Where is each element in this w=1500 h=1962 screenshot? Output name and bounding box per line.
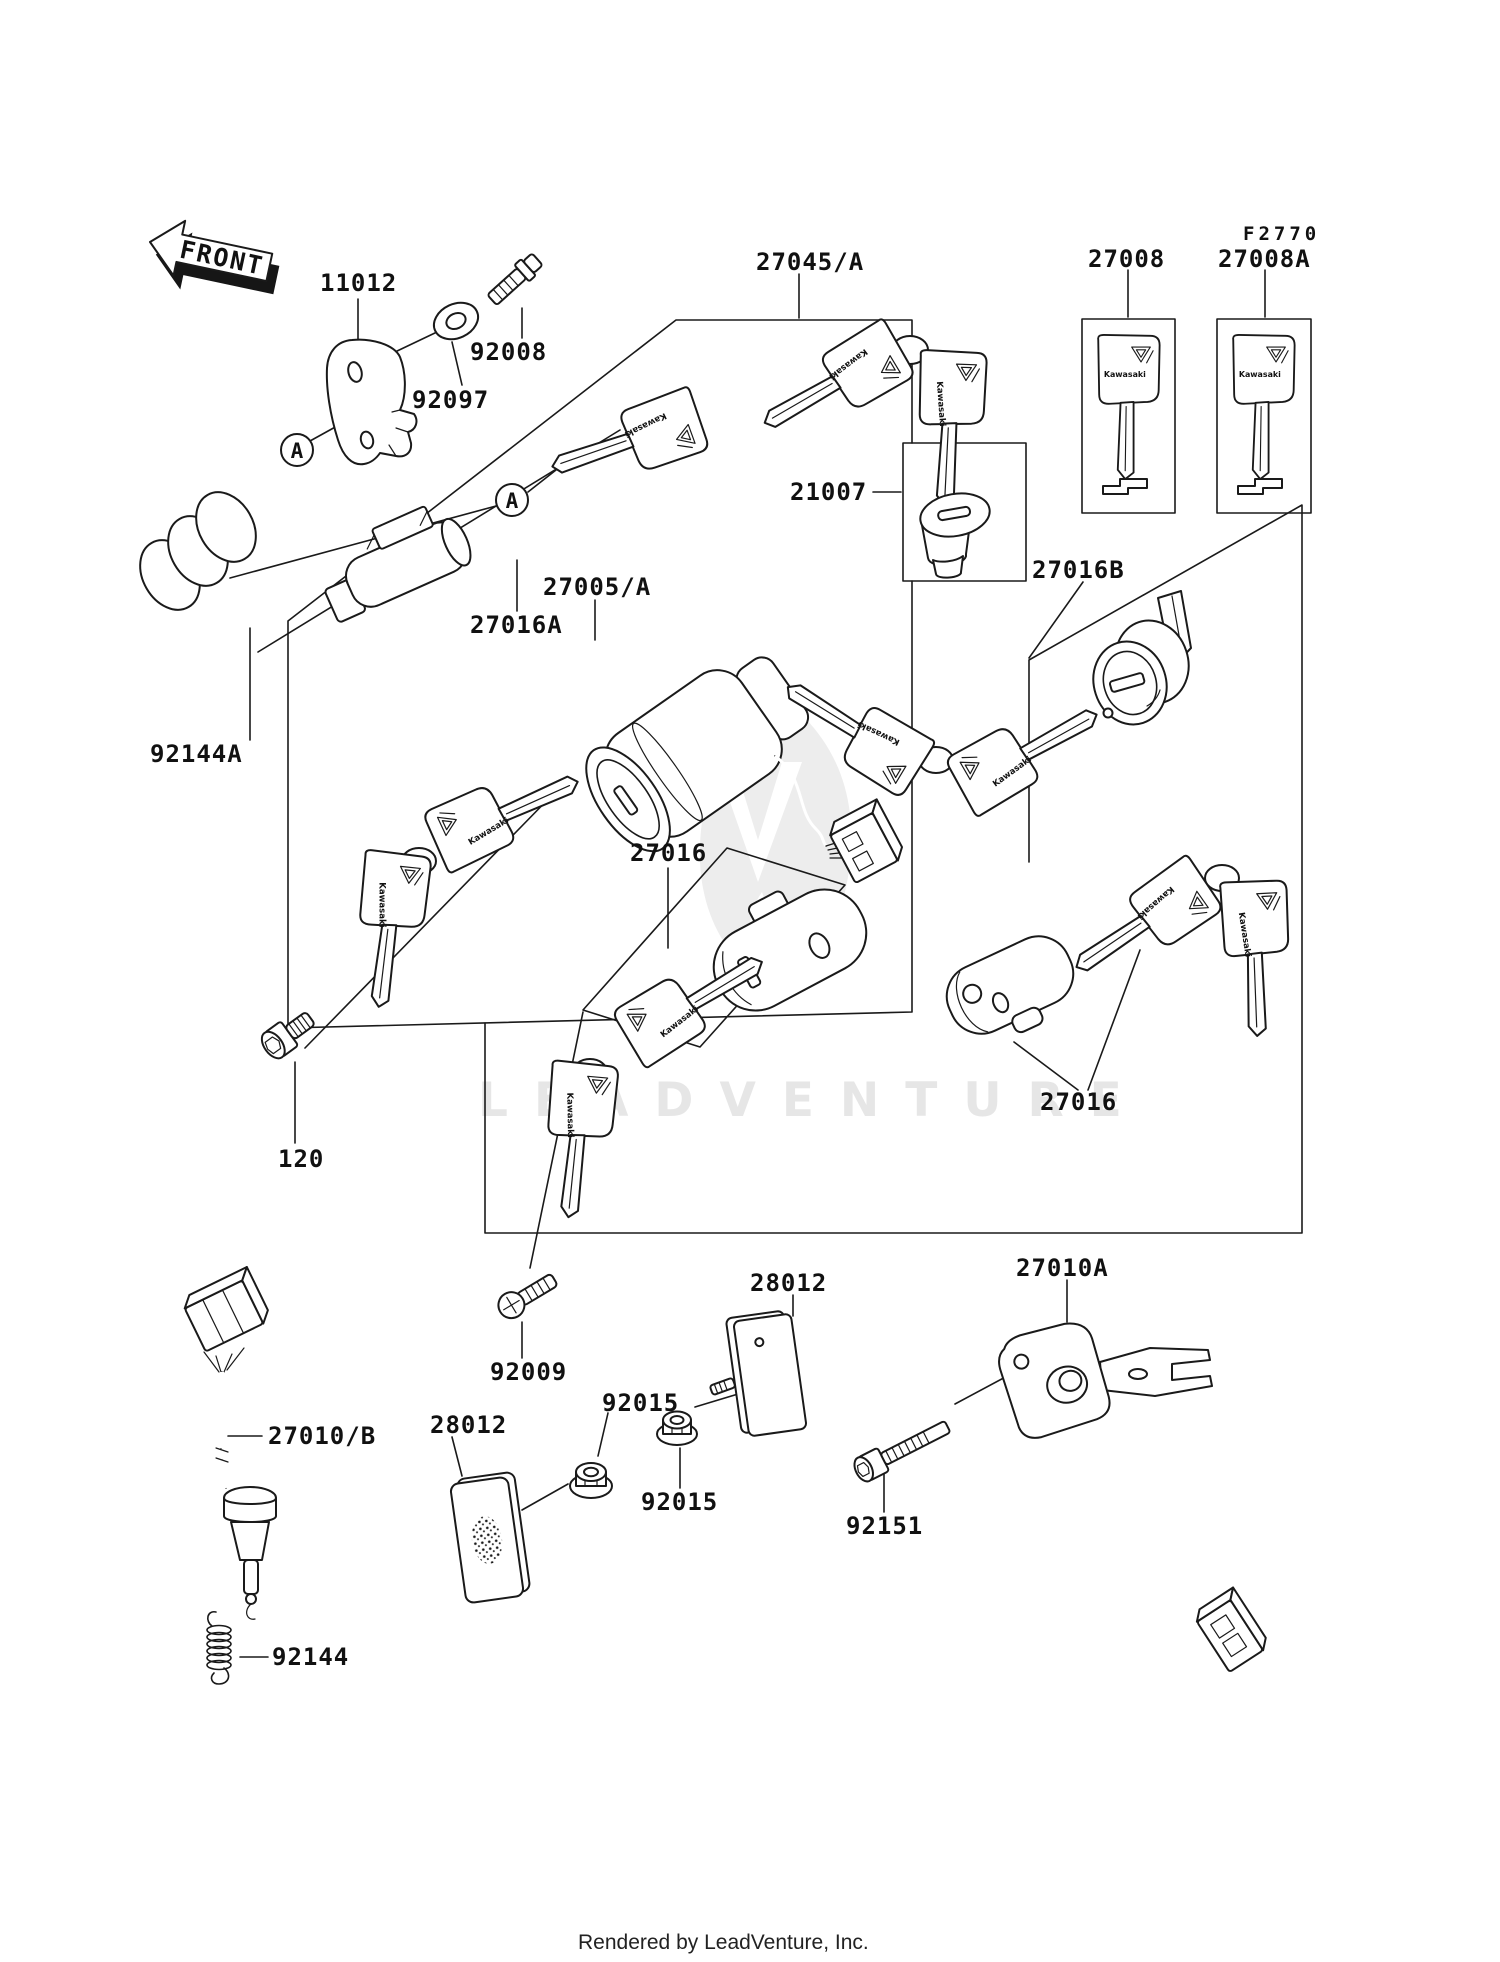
part-92008-bolt	[487, 253, 543, 305]
label-92015-top: 92015	[602, 1389, 679, 1417]
label-27010b: 27010/B	[268, 1422, 376, 1450]
label-27045a: 27045/A	[756, 248, 864, 276]
part-28012-left-pad	[449, 1471, 531, 1604]
part-28012-right-pad	[709, 1310, 808, 1437]
label-92009: 92009	[490, 1358, 567, 1386]
part-labels: F2770 27008 27008A 27045/A 11012 92008 9…	[150, 223, 1320, 1671]
key-brand-text: Kawasaki	[564, 1092, 575, 1138]
footer-credit: Rendered by LeadVenture, Inc.	[578, 1931, 869, 1954]
label-27005a: 27005/A	[543, 573, 651, 601]
part-27010b-switch	[183, 1266, 277, 1620]
part-27008-blank-key: Kawasaki	[1097, 333, 1161, 495]
part-92151-bolt	[853, 1420, 951, 1483]
part-27016-right-lock	[945, 935, 1075, 1035]
part-11012-bracket	[325, 338, 418, 466]
label-27016-center: 27016	[630, 839, 707, 867]
key-axis: Kawasaki	[541, 385, 712, 503]
ref-a1-text: A	[291, 439, 304, 463]
box-27008	[1081, 318, 1176, 514]
part-92144-spring	[206, 1611, 232, 1685]
part-27005-ignition-switch	[585, 656, 904, 884]
label-27008a: 27008A	[1218, 245, 1311, 273]
label-27016b: 27016B	[1032, 556, 1125, 584]
label-page-code: F2770	[1243, 223, 1320, 245]
switch-rod-connector	[1195, 1586, 1267, 1672]
part-27016b-cam-lock	[1092, 590, 1192, 726]
label-27016a: 27016A	[470, 611, 563, 639]
label-92144a: 92144A	[150, 740, 243, 768]
label-92008: 92008	[470, 338, 547, 366]
label-11012: 11012	[320, 269, 397, 297]
part-92144a-spring	[139, 491, 257, 611]
part-120-screw	[260, 1012, 315, 1060]
key-pair-right: Kawasaki Kawasaki	[1058, 853, 1296, 1039]
leader-lines	[227, 269, 1266, 1658]
key-brand-text: Kawasaki	[934, 381, 947, 427]
part-27016a-cylinder	[324, 505, 472, 623]
label-28012-right: 28012	[750, 1269, 827, 1297]
part-27008a-blank-key: Kawasaki	[1232, 333, 1296, 495]
key-brand-text: Kawasaki	[1104, 370, 1146, 379]
part-92015-nut-upper	[656, 1410, 698, 1446]
label-27010a: 27010A	[1016, 1254, 1109, 1282]
part-27010a-switch	[998, 1322, 1267, 1672]
key-pair-left: Kawasaki Kawasaki	[348, 747, 591, 1012]
ref-a2-text: A	[506, 489, 519, 513]
part-21007-barrel	[919, 492, 991, 579]
label-120: 120	[278, 1145, 324, 1173]
label-27016-right: 27016	[1040, 1088, 1117, 1116]
key-pair-27016b: Kawasaki Kawasaki	[767, 661, 1113, 819]
key-pair-center: Kawasaki Kawasaki	[538, 929, 779, 1222]
part-92009-screw	[497, 1273, 558, 1320]
part-27016-center-lock	[712, 888, 868, 1012]
switch-connector	[829, 798, 904, 884]
label-92015-bottom: 92015	[641, 1488, 718, 1516]
ref-circle-a1: A	[280, 433, 314, 467]
label-92151: 92151	[846, 1512, 923, 1540]
ref-circle-a2: A	[495, 483, 529, 517]
box-21007	[902, 442, 1027, 582]
box-27008a	[1216, 318, 1312, 514]
key-brand-text: Kawasaki	[377, 882, 387, 927]
label-28012-left: 28012	[430, 1411, 507, 1439]
label-92144: 92144	[272, 1643, 349, 1671]
front-direction-arrow: FRONT	[149, 219, 280, 295]
label-92097: 92097	[412, 386, 489, 414]
part-92015-nut-lower	[569, 1462, 613, 1499]
label-27008: 27008	[1088, 245, 1165, 273]
part-92097-washer	[432, 301, 480, 341]
key-pair-27045: Kawasaki Kawasaki	[748, 316, 988, 509]
key-brand-text: Kawasaki	[1239, 370, 1281, 379]
label-21007: 21007	[790, 478, 867, 506]
